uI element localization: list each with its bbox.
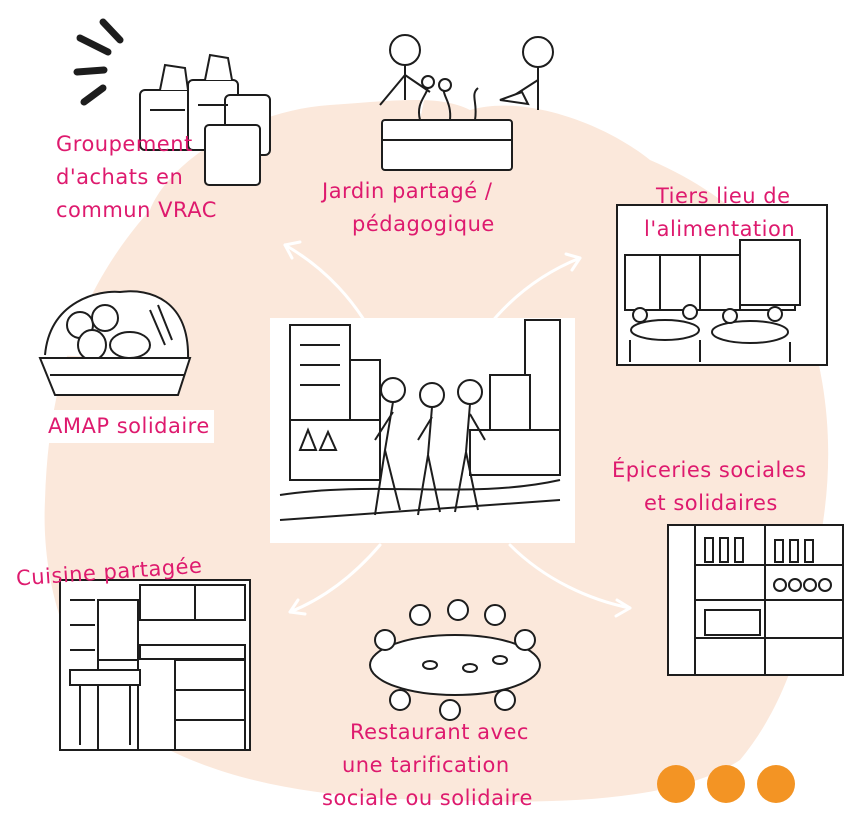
- decor-dot-1: [657, 765, 695, 803]
- label-jardin: Jardin partagé / pédagogique: [318, 175, 499, 241]
- label-jardin-line-1: Jardin partagé /: [322, 179, 493, 203]
- label-amap-line-1: AMAP solidaire: [48, 414, 210, 438]
- label-groupement-line-2: d'achats en: [56, 165, 184, 189]
- label-groupement-line-1: Groupement: [56, 132, 193, 156]
- label-restaurant-line-1: Restaurant avec: [350, 720, 529, 744]
- arrow-to-tiers-lieu-head: [564, 252, 582, 272]
- sunburst-lines: [73, 18, 124, 106]
- label-restaurant-line-2: une tarification: [342, 753, 510, 777]
- arrow-to-epiceries-head: [614, 598, 632, 618]
- label-tiers-lieu-line-1: Tiers lieu de: [656, 184, 791, 208]
- label-epiceries: Épiceries sociales et solidaires: [608, 454, 811, 520]
- decor-dot-2: [707, 765, 745, 803]
- arrow-to-cuisine: [288, 543, 382, 614]
- shared-garden-illustration: [379, 34, 554, 171]
- label-groupement-line-3: commun VRAC: [56, 198, 217, 222]
- bulk-bags-illustration: [139, 53, 271, 186]
- label-groupement: Groupement d'achats en commun VRAC: [52, 128, 221, 227]
- grocery-shelves-illustration: [667, 524, 844, 676]
- label-amap: AMAP solidaire: [44, 410, 214, 443]
- produce-basket-illustration: [38, 290, 192, 396]
- label-epiceries-line-2: et solidaires: [644, 491, 778, 515]
- arrow-to-cuisine-head: [288, 598, 307, 616]
- arrow-to-jardin-head: [283, 240, 302, 260]
- shared-kitchen-illustration: [59, 579, 251, 751]
- label-tiers-lieu-line-2: l'alimentation: [644, 217, 796, 241]
- decor-dot-3: [757, 765, 795, 803]
- label-jardin-line-2: pédagogique: [352, 212, 495, 236]
- label-epiceries-line-1: Épiceries sociales: [612, 458, 807, 482]
- food-third-place-illustration: [616, 204, 828, 366]
- arrow-to-epiceries: [508, 543, 632, 610]
- label-restaurant: Restaurant avec une tarification sociale…: [318, 716, 537, 815]
- flow-arrows: [283, 240, 632, 618]
- round-table-meal-illustration: [369, 599, 541, 721]
- people-walking-city-illustration: [270, 318, 575, 543]
- label-restaurant-line-3: sociale ou solidaire: [322, 786, 533, 810]
- label-tiers-lieu: Tiers lieu de l'alimentation: [640, 180, 799, 246]
